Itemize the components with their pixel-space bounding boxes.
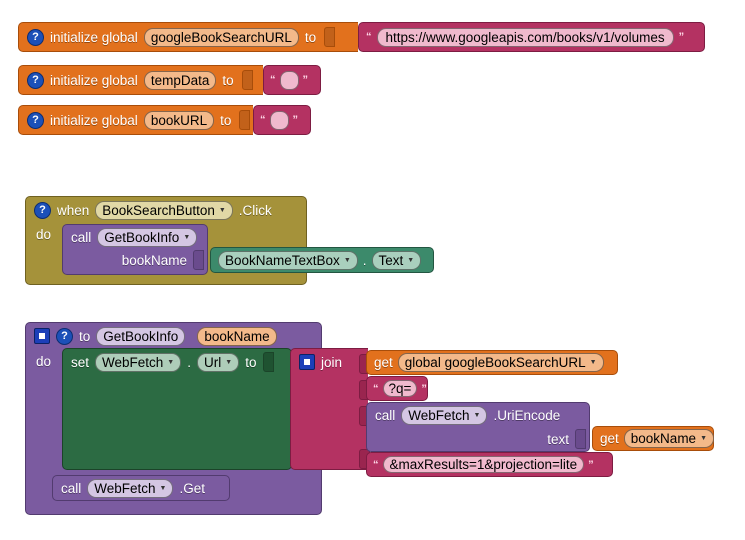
help-icon[interactable]: ? bbox=[27, 28, 44, 46]
procedure-header: ? to GetBookInfo bookName bbox=[26, 323, 321, 349]
join-label: join bbox=[321, 354, 343, 370]
quote-open-icon: “ bbox=[373, 458, 379, 471]
quote-close-icon: ” bbox=[292, 114, 299, 126]
call-label: call bbox=[61, 480, 82, 496]
chevron-down-icon: ▼ bbox=[589, 359, 597, 366]
chevron-down-icon: ▼ bbox=[218, 206, 226, 214]
event-header: ? when BookSearchButton ▼ .Click bbox=[26, 197, 306, 223]
to-label: to bbox=[79, 328, 91, 344]
quote-close-icon: ” bbox=[678, 31, 685, 43]
block-text-maxresults[interactable]: “ &maxResults=1&projection=lite ” bbox=[366, 452, 613, 477]
text-value-field[interactable]: ?q= bbox=[382, 380, 418, 397]
quote-close-icon: ” bbox=[302, 74, 309, 86]
to-label: to bbox=[245, 354, 257, 370]
help-icon[interactable]: ? bbox=[34, 201, 51, 219]
chevron-down-icon: ▼ bbox=[407, 256, 415, 264]
help-icon[interactable]: ? bbox=[56, 327, 73, 345]
call-label: call bbox=[375, 408, 396, 423]
to-label: to bbox=[304, 29, 317, 45]
procedure-param-field[interactable]: bookName bbox=[197, 326, 277, 346]
argument-socket bbox=[193, 250, 204, 270]
block-initialize-global-tempData[interactable]: ? initialize global tempData to bbox=[18, 65, 263, 95]
quote-open-icon: “ bbox=[366, 31, 372, 43]
chevron-down-icon: ▼ bbox=[700, 435, 708, 442]
text-value-field[interactable]: https://www.googleapis.com/books/v1/volu… bbox=[376, 27, 674, 47]
text-value-field[interactable]: &maxResults=1&projection=lite bbox=[382, 456, 585, 473]
text-value-field[interactable] bbox=[269, 110, 289, 130]
mutator-icon[interactable] bbox=[299, 354, 315, 370]
block-join[interactable]: join bbox=[290, 348, 370, 470]
value-socket bbox=[241, 70, 253, 90]
block-call-webfetch-get[interactable]: call WebFetch ▼ .Get bbox=[52, 475, 230, 501]
chevron-down-icon: ▼ bbox=[167, 358, 175, 366]
global-name-field[interactable]: bookURL bbox=[143, 110, 215, 130]
do-label: do bbox=[36, 227, 52, 242]
get-label: get bbox=[600, 431, 619, 446]
text-value-field[interactable] bbox=[279, 70, 299, 90]
chevron-down-icon: ▼ bbox=[473, 412, 481, 419]
dot-separator: . bbox=[187, 354, 191, 370]
block-text-url[interactable]: “ https://www.googleapis.com/books/v1/vo… bbox=[358, 22, 705, 52]
initialize-global-label: initialize global bbox=[50, 112, 138, 128]
component-dropdown[interactable]: WebFetch ▼ bbox=[87, 478, 174, 498]
call-label: call bbox=[71, 229, 92, 245]
block-get-bookname[interactable]: get bookName ▼ bbox=[592, 426, 715, 451]
do-label: do bbox=[36, 354, 52, 369]
chevron-down-icon: ▼ bbox=[183, 233, 191, 241]
value-socket bbox=[239, 110, 251, 130]
block-get-global-googlebooksearchurl[interactable]: get global googleBookSearchURL ▼ bbox=[366, 350, 618, 375]
component-dropdown[interactable]: WebFetch ▼ bbox=[401, 406, 488, 425]
method-name-label: .UriEncode bbox=[493, 408, 561, 423]
chevron-down-icon: ▼ bbox=[343, 256, 351, 264]
block-initialize-global-bookURL[interactable]: ? initialize global bookURL to bbox=[18, 105, 253, 135]
global-name-field[interactable]: googleBookSearchURL bbox=[143, 27, 299, 47]
get-label: get bbox=[374, 355, 393, 370]
to-label: to bbox=[222, 72, 234, 88]
quote-open-icon: “ bbox=[260, 114, 266, 126]
property-dropdown[interactable]: Url ▼ bbox=[197, 352, 240, 372]
method-name-label: .Get bbox=[179, 480, 205, 496]
chevron-down-icon: ▼ bbox=[159, 484, 167, 492]
chevron-down-icon: ▼ bbox=[225, 358, 233, 366]
when-label: when bbox=[57, 202, 90, 218]
quote-open-icon: “ bbox=[373, 382, 379, 395]
quote-close-icon: ” bbox=[421, 382, 427, 395]
argument-label-text: text bbox=[547, 431, 569, 447]
value-socket bbox=[324, 27, 336, 47]
set-label: set bbox=[71, 354, 90, 370]
help-icon[interactable]: ? bbox=[27, 111, 44, 129]
mutator-icon[interactable] bbox=[34, 328, 50, 344]
component-dropdown[interactable]: WebFetch ▼ bbox=[95, 352, 182, 372]
variable-dropdown[interactable]: global googleBookSearchURL ▼ bbox=[397, 353, 604, 372]
block-text-empty-bookURL[interactable]: “ ” bbox=[253, 105, 311, 135]
property-dropdown[interactable]: Text ▼ bbox=[371, 250, 422, 270]
block-call-webfetch-uriencode[interactable]: call WebFetch ▼ .UriEncode text bbox=[366, 402, 590, 452]
initialize-global-label: initialize global bbox=[50, 72, 138, 88]
block-initialize-global-googleBookSearchURL[interactable]: ? initialize global googleBookSearchURL … bbox=[18, 22, 358, 52]
block-text-empty-tempData[interactable]: “ ” bbox=[263, 65, 321, 95]
value-socket bbox=[263, 352, 275, 372]
argument-socket bbox=[575, 429, 586, 449]
component-dropdown[interactable]: BookNameTextBox ▼ bbox=[218, 250, 358, 270]
component-dropdown[interactable]: BookSearchButton ▼ bbox=[95, 200, 233, 220]
procedure-name-field[interactable]: GetBookInfo bbox=[96, 326, 186, 346]
quote-close-icon: ” bbox=[588, 458, 594, 471]
initialize-global-label: initialize global bbox=[50, 29, 138, 45]
block-set-webfetch-url[interactable]: set WebFetch ▼ . Url ▼ to bbox=[62, 348, 292, 470]
variable-dropdown[interactable]: bookName ▼ bbox=[623, 429, 715, 448]
block-call-getbookinfo[interactable]: call GetBookInfo ▼ bookName bbox=[62, 224, 208, 275]
event-name-label: .Click bbox=[238, 202, 272, 218]
global-name-field[interactable]: tempData bbox=[143, 70, 217, 90]
to-label: to bbox=[220, 112, 232, 128]
procedure-dropdown[interactable]: GetBookInfo ▼ bbox=[97, 227, 198, 247]
block-text-query-param[interactable]: “ ?q= ” bbox=[366, 376, 428, 401]
help-icon[interactable]: ? bbox=[27, 71, 44, 89]
argument-label-bookname: bookName bbox=[121, 252, 187, 268]
quote-open-icon: “ bbox=[270, 74, 276, 86]
dot-separator: . bbox=[362, 252, 367, 268]
block-component-getter-booknametextbox-text[interactable]: BookNameTextBox ▼ . Text ▼ bbox=[210, 247, 434, 273]
